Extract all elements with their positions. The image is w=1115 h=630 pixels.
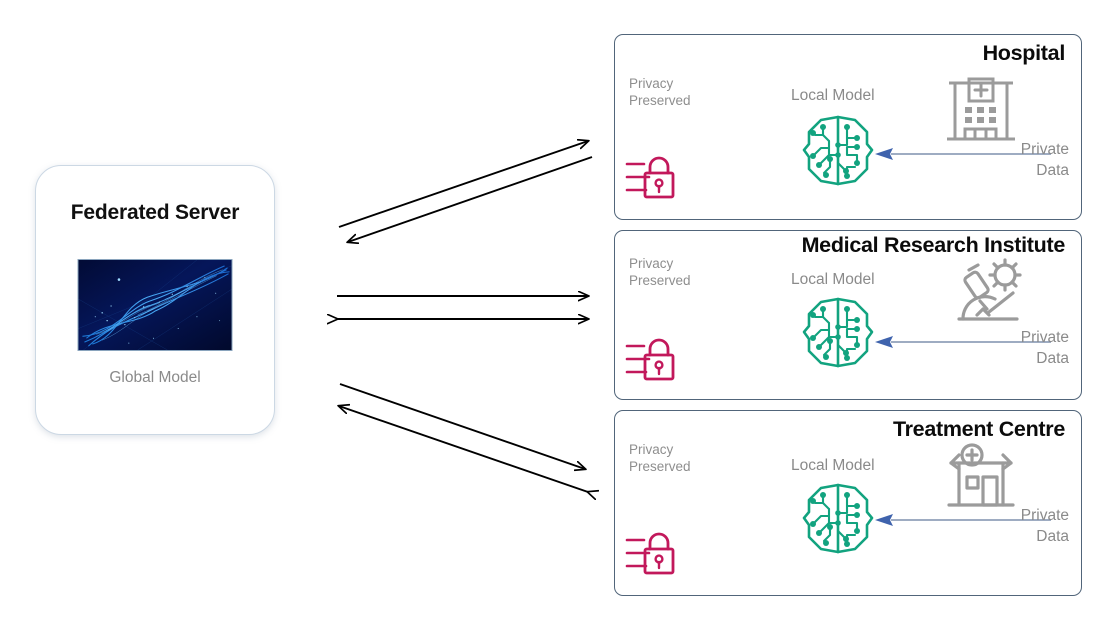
privacy-lock-icon — [625, 338, 675, 381]
private-data-label: Private Data — [1020, 329, 1069, 367]
arrow-pair-server-hospital — [338, 141, 593, 242]
client-title: Medical Research Institute — [801, 233, 1066, 257]
local-model-label: Local Model — [791, 271, 875, 288]
private-data-label: Private Data — [1020, 507, 1069, 545]
local-model-label: Local Model — [791, 457, 875, 474]
global-model-caption: Global Model — [109, 369, 201, 386]
client-title: Treatment Centre — [892, 417, 1065, 441]
federated-server-card[interactable]: Federated Server — [35, 165, 275, 435]
privacy-preserved-label: Privacy Preserved — [629, 256, 691, 288]
federated-server-title: Federated Server — [70, 201, 240, 224]
circuit-brain-icon — [802, 115, 874, 186]
client-card-treatment-centre[interactable]: Treatment Centre Privacy Preserved Local… — [614, 410, 1082, 596]
privacy-lock-icon — [625, 156, 675, 199]
arrow-pair-server-treatment-centre — [339, 383, 588, 492]
client-card-hospital[interactable]: Hospital Privacy Preserved Local Model — [614, 34, 1082, 220]
client-card-medical-research-institute[interactable]: Medical Research Institute Privacy Prese… — [614, 230, 1082, 400]
privacy-lock-icon — [625, 532, 675, 575]
privacy-preserved-label: Privacy Preserved — [629, 76, 691, 108]
private-data-label: Private Data — [1020, 141, 1069, 179]
circuit-brain-icon — [802, 483, 874, 554]
arrow-pair-server-research-institute — [337, 296, 588, 319]
global-model-network-graphic — [78, 260, 232, 350]
hospital-building-icon — [947, 77, 1015, 141]
private-data-arrow-icon — [875, 336, 1051, 348]
circuit-brain-icon — [802, 297, 874, 368]
private-data-arrow-icon — [875, 514, 1051, 526]
privacy-preserved-label: Privacy Preserved — [629, 442, 691, 474]
client-title: Hospital — [982, 41, 1066, 65]
global-model-network-visual — [77, 259, 233, 351]
microscope-icon — [957, 258, 1022, 321]
private-data-arrow-icon — [875, 148, 1051, 160]
local-model-label: Local Model — [791, 87, 875, 104]
clinic-building-icon — [947, 443, 1015, 507]
